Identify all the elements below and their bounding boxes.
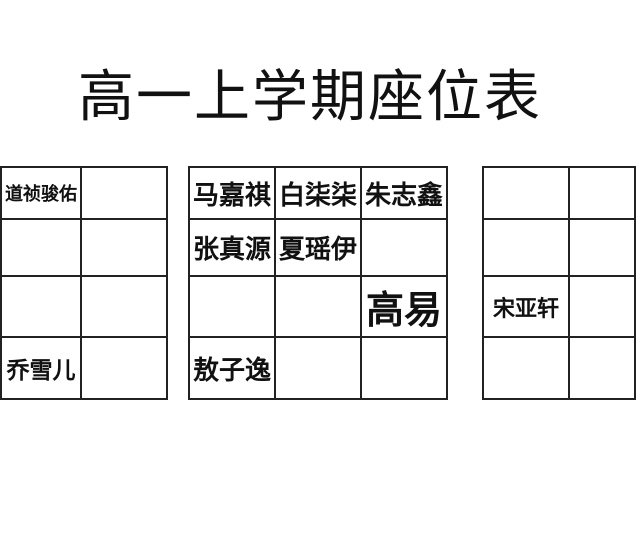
seat: 敖子逸: [188, 336, 276, 400]
seat: 乔雪儿: [0, 336, 82, 400]
seat: [482, 166, 570, 220]
seat: [188, 275, 276, 338]
seat: 朱志鑫: [360, 166, 448, 220]
seat: [360, 218, 448, 277]
seat: 道祯骏佑: [0, 166, 82, 220]
seat: [80, 166, 168, 220]
seat: [80, 336, 168, 400]
seat: 张真源: [188, 218, 276, 277]
seat: 高易: [360, 275, 448, 338]
page-title: 高一上学期座位表: [78, 65, 542, 130]
seat: [274, 336, 362, 400]
seat: [274, 275, 362, 338]
seat: 夏瑶伊: [274, 218, 362, 277]
seat-grid-right: 宋亚轩: [482, 166, 636, 400]
seat: [568, 275, 636, 338]
seat: 马嘉祺: [188, 166, 276, 220]
seat: [568, 166, 636, 220]
seat: [80, 275, 168, 338]
seat: 宋亚轩: [482, 275, 570, 338]
seat: [80, 218, 168, 277]
seat: [0, 275, 82, 338]
seat: [568, 218, 636, 277]
seat: [360, 336, 448, 400]
seat-grid-middle: 马嘉祺白柒柒朱志鑫 张真源夏瑶伊 高易 敖子逸: [188, 166, 448, 400]
seat: [0, 218, 82, 277]
seat: [568, 336, 636, 400]
seat-grid-left: 道祯骏佑 乔雪儿: [0, 166, 168, 400]
seat: [482, 218, 570, 277]
seat: 白柒柒: [274, 166, 362, 220]
seat: [482, 336, 570, 400]
